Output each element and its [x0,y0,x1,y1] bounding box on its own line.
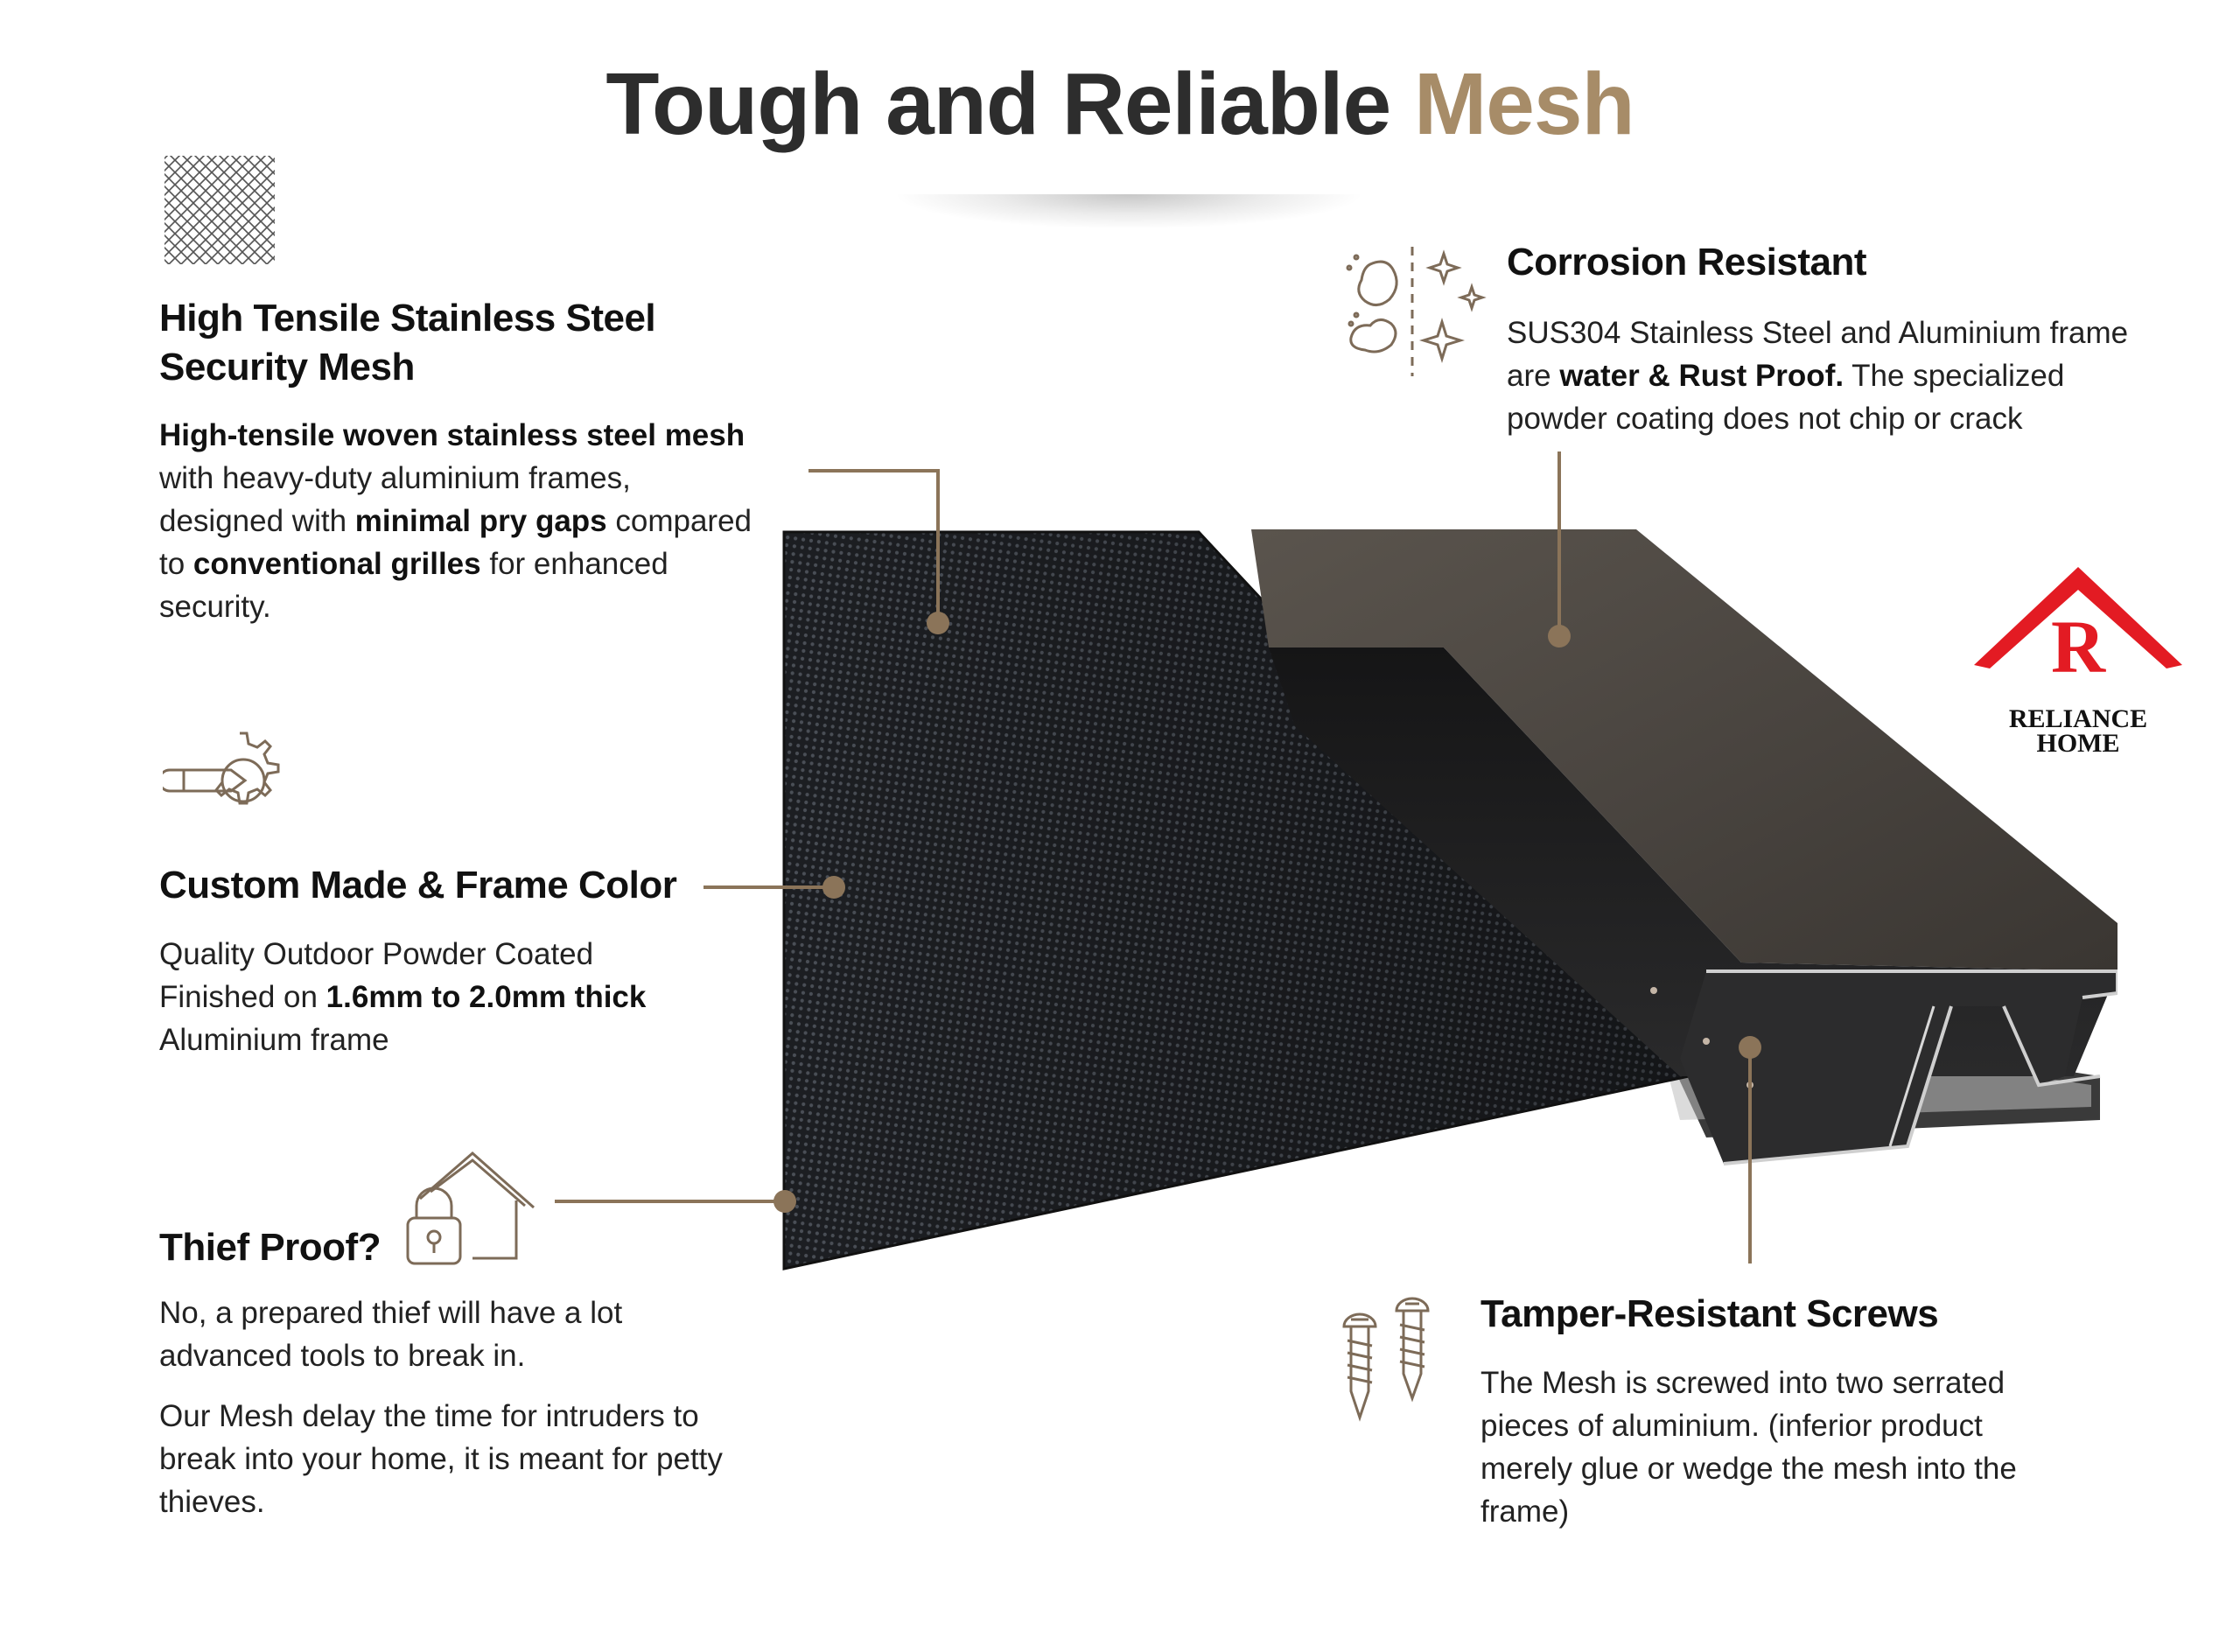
screws-heading: Tamper-Resistant Screws [1480,1292,1939,1335]
mesh-heading: High Tensile Stainless Steel Security Me… [159,294,656,392]
logo-line1: RELIANCE [2008,704,2148,733]
corrosion-description: SUS304 Stainless Steel and Aluminium fra… [1507,312,2189,440]
mesh-desc-t2: designed with [159,504,355,538]
mesh-desc-line2: with heavy-duty aluminium frames, [159,461,631,495]
thief-p1-line2: advanced tools to break in. [159,1339,526,1373]
mesh-leader-vertical [936,469,940,625]
custom-description: Quality Outdoor Powder Coated Finished o… [159,933,789,1061]
corrosion-desc-bold1: water & Rust Proof. [1559,359,1844,393]
title-main: Tough and Reliable [606,55,1414,153]
custom-desc-bold1: 1.6mm to 2.0mm thick [326,980,647,1014]
mesh-desc-t4: to [159,547,193,581]
logo-letter: R [2050,605,2106,689]
custom-leader-dot [822,876,845,899]
custom-leader-line [704,886,835,889]
title-accent: Mesh [1414,55,1635,153]
mesh-heading-line2: Security Mesh [159,346,415,388]
screws-icon [1342,1297,1430,1422]
mesh-description: High-tensile woven stainless steel mesh … [159,414,789,628]
mesh-desc-bold3: conventional grilles [192,547,481,581]
screws-leader-line [1748,1046,1752,1264]
house-lock-icon [406,1152,535,1265]
custom-desc-line1: Quality Outdoor Powder Coated [159,937,594,971]
mesh-desc-t3: compared [606,504,752,538]
thief-p2-line3: thieves. [159,1485,265,1519]
corrosion-desc-t2: are [1507,359,1560,393]
mesh-desc-t5: for enhanced [480,547,668,581]
thief-leader-dot [774,1190,796,1213]
corrosion-desc-line1: SUS304 Stainless Steel and Aluminium fra… [1507,316,2129,350]
screws-desc-line3: merely glue or wedge the mesh into the [1480,1452,2017,1486]
thief-heading: Thief Proof? [159,1226,382,1269]
logo-line2: HOME [2036,729,2120,758]
custom-desc-line3: Aluminium frame [159,1023,389,1057]
corrosion-desc-line3: powder coating does not chip or crack [1507,402,2023,436]
thief-leader-line [555,1200,788,1203]
corrosion-desc-t3: The specialized [1844,359,2065,393]
page-title: Tough and Reliable Mesh [0,54,2240,155]
thief-p2-line2: break into your home, it is meant for pe… [159,1442,723,1476]
thief-paragraph-1: No, a prepared thief will have a lot adv… [159,1292,789,1377]
corrosion-leader-line [1558,452,1561,635]
mesh-desc-line5: security. [159,590,271,624]
mesh-desc-bold1: High-tensile woven stainless steel mesh [159,418,746,452]
title-underline-shadow [892,194,1365,229]
logo-text: RELIANCE HOME [1969,704,2188,758]
mesh-desc-bold2: minimal pry gaps [354,504,607,538]
mesh-leader-dot [927,612,949,634]
thief-paragraph-2: Our Mesh delay the time for intruders to… [159,1395,789,1523]
mesh-leader-horizontal [808,469,940,472]
reliance-home-logo: R RELIANCE HOME [1969,560,2188,761]
gear-pencil-icon [163,732,280,805]
mesh-frame-product-image [782,529,2118,1270]
mesh-swatch-icon [164,156,275,264]
custom-desc-t2: Finished on [159,980,326,1014]
corrosion-heading: Corrosion Resistant [1507,241,1867,284]
screws-desc-line2: pieces of aluminium. (inferior product [1480,1409,1983,1443]
mesh-heading-line1: High Tensile Stainless Steel [159,297,656,340]
screws-desc-line4: frame) [1480,1494,1570,1529]
screws-desc-line1: The Mesh is screwed into two serrated [1480,1366,2006,1400]
thief-p1-line1: No, a prepared thief will have a lot [159,1296,623,1330]
screws-description: The Mesh is screwed into two serrated pi… [1480,1362,2163,1533]
corrosion-leader-dot [1548,625,1571,648]
thief-p2-line1: Our Mesh delay the time for intruders to [159,1399,699,1433]
rust-sparkle-icon [1346,247,1487,376]
logo-roof-icon [1974,567,2182,668]
custom-heading: Custom Made & Frame Color [159,864,677,906]
